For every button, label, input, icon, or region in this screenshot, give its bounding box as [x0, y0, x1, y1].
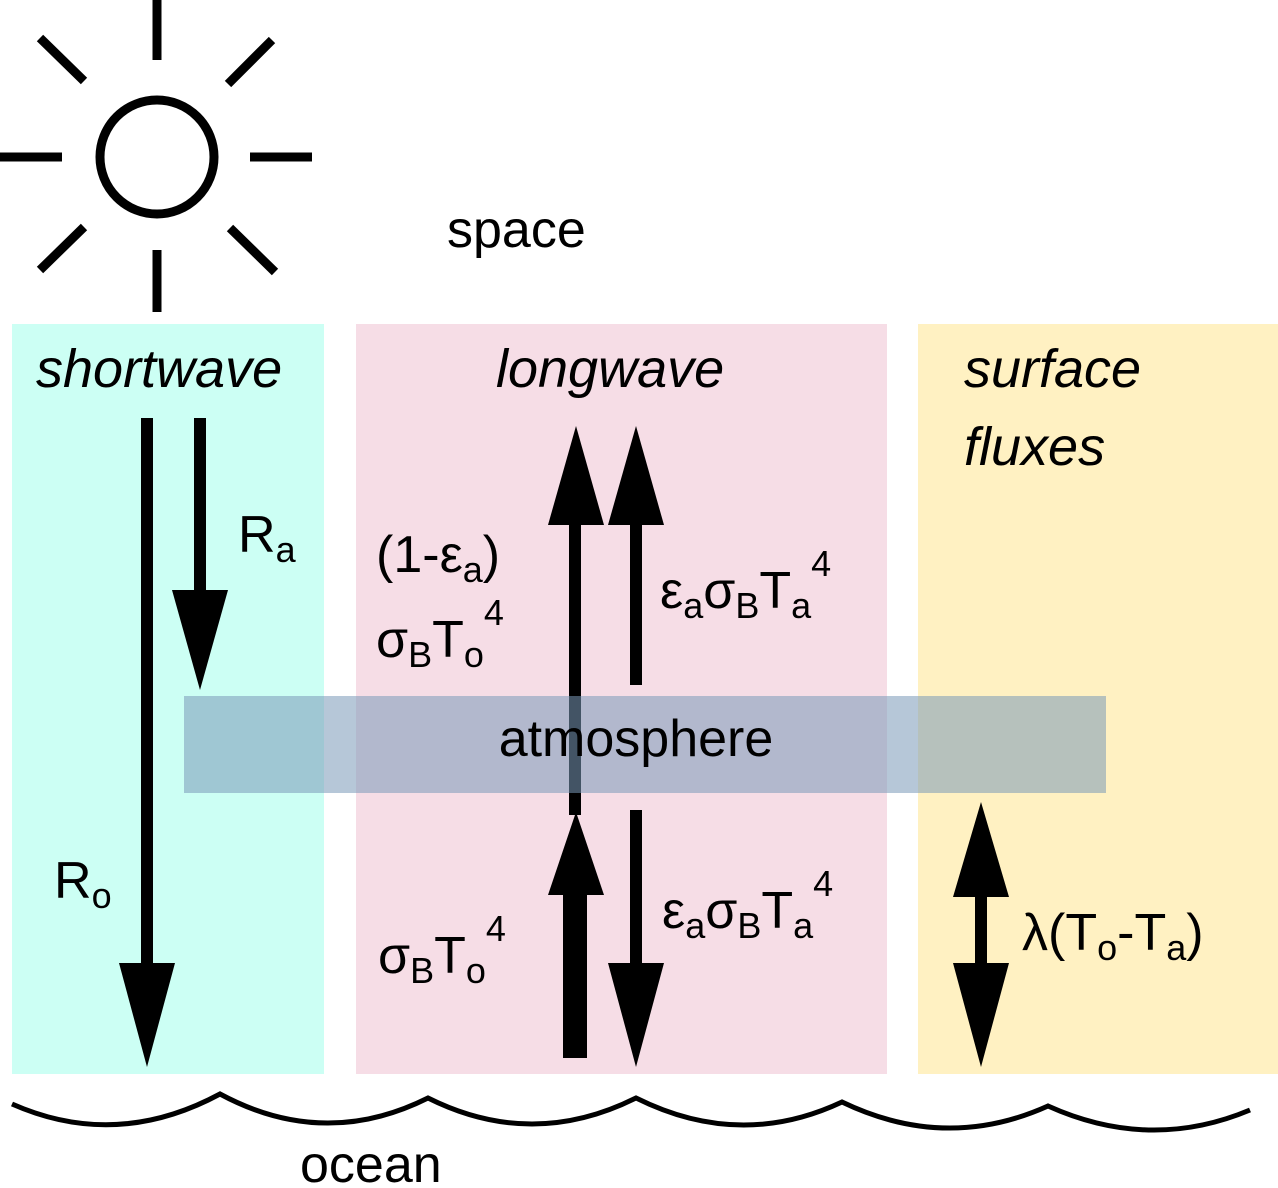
ocean-label: ocean	[300, 1136, 442, 1188]
surface-fluxes-heading-line1: surface	[964, 339, 1141, 399]
ocean-wave-line	[10, 1091, 1251, 1133]
sigma-b-to4-lower-label: σBTo4	[378, 908, 506, 991]
shortwave-ro-arrow	[119, 418, 175, 1067]
one-minus-epsilon-label: (1-εa)	[376, 526, 500, 590]
longwave-atmosphere-down-arrow	[608, 810, 664, 1067]
shortwave-ra-arrow	[172, 418, 228, 690]
sigma-b-to4-upper-label: σBTo4	[376, 592, 504, 675]
epsilon-sigma-ta4-upper-label: εaσBTa4	[660, 543, 831, 626]
atmosphere-label: atmosphere	[499, 710, 774, 768]
sun-icon	[0, 0, 312, 312]
ra-label: Ra	[238, 506, 297, 570]
shortwave-heading: shortwave	[36, 339, 282, 399]
surface-fluxes-heading-line2: fluxes	[964, 417, 1105, 477]
longwave-ocean-emission-arrow	[548, 812, 604, 1058]
longwave-heading: longwave	[496, 339, 724, 399]
space-label: space	[447, 201, 586, 259]
surface-flux-double-arrow	[953, 802, 1009, 1067]
atmosphere-band	[184, 696, 1106, 793]
lambda-flux-label: λ(To-Ta)	[1022, 904, 1204, 968]
ro-label: Ro	[54, 852, 112, 916]
epsilon-sigma-ta4-lower-label: εaσBTa4	[662, 863, 833, 946]
longwave-atmosphere-up-arrow	[608, 426, 664, 685]
